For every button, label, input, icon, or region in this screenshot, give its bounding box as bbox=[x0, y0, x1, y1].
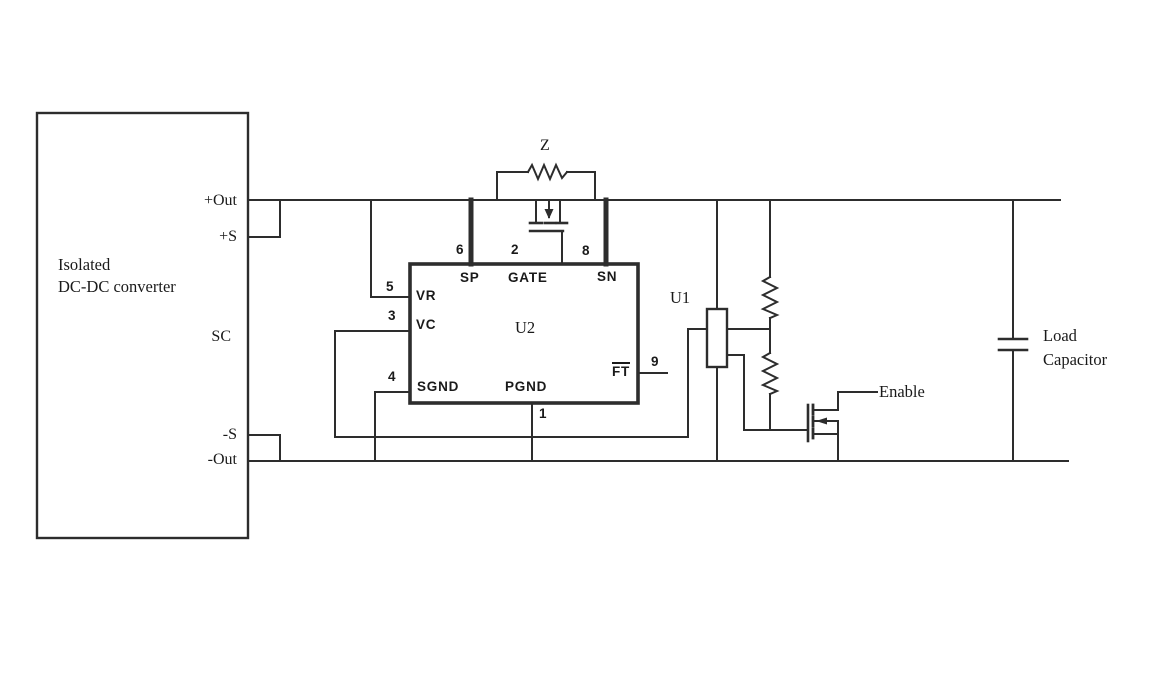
u2-pin-sn-label: SN bbox=[597, 269, 618, 284]
z-resistor bbox=[496, 162, 596, 201]
converter-pin-neg-out: -Out bbox=[207, 451, 237, 468]
u2-pin3-number: 3 bbox=[388, 308, 396, 323]
u2-pin-ft-label: FT bbox=[612, 362, 631, 380]
u2-pin-sgnd-label: SGND bbox=[417, 379, 460, 394]
u1-ref-label: U1 bbox=[670, 288, 691, 307]
converter-pin-pos-out: +Out bbox=[203, 192, 237, 209]
u2-pin-pgnd-label: PGND bbox=[505, 379, 548, 394]
u1-assembly bbox=[705, 199, 809, 462]
converter-label-line2: DC-DC converter bbox=[58, 277, 176, 296]
converter-pin-sc: SC bbox=[211, 328, 231, 345]
u2-pin-ft-overbar-text: FT bbox=[612, 362, 631, 379]
dcdc-converter-box bbox=[35, 111, 250, 540]
load-capacitor-symbol bbox=[997, 199, 1029, 462]
pass-mosfet bbox=[528, 199, 569, 265]
u2-pin-gate-label: GATE bbox=[508, 270, 548, 285]
enable-label: Enable bbox=[879, 382, 925, 401]
u2-ref-label: U2 bbox=[515, 318, 536, 337]
enable-mosfet bbox=[806, 391, 878, 462]
u2-pin4-number: 4 bbox=[388, 369, 396, 384]
divider-resistors bbox=[760, 199, 780, 431]
u2-pin1-number: 1 bbox=[539, 406, 547, 421]
u2-pin5-number: 5 bbox=[386, 279, 394, 294]
sense-bars bbox=[468, 197, 609, 267]
u2-pin-vc-label: VC bbox=[416, 317, 437, 332]
load-capacitor-label-line1: Load bbox=[1043, 326, 1077, 345]
u2-pin2-number: 2 bbox=[511, 242, 519, 257]
u2-pin9-number: 9 bbox=[651, 354, 659, 369]
power-rails bbox=[247, 199, 1069, 462]
converter-pin-neg-sense: -S bbox=[222, 426, 237, 443]
z-ref-label: Z bbox=[540, 137, 550, 154]
u2-pin-wires bbox=[334, 199, 708, 462]
converter-pin-pos-sense: +S bbox=[219, 228, 237, 245]
u2-pin8-number: 8 bbox=[582, 243, 590, 258]
u2-chip-box bbox=[408, 262, 640, 405]
u2-pin-vr-label: VR bbox=[416, 288, 437, 303]
u2-pin-sp-label: SP bbox=[460, 270, 480, 285]
u2-pin6-number: 6 bbox=[456, 242, 464, 257]
load-capacitor-label-line2: Capacitor bbox=[1043, 350, 1108, 369]
converter-label-line1: Isolated bbox=[58, 255, 111, 274]
